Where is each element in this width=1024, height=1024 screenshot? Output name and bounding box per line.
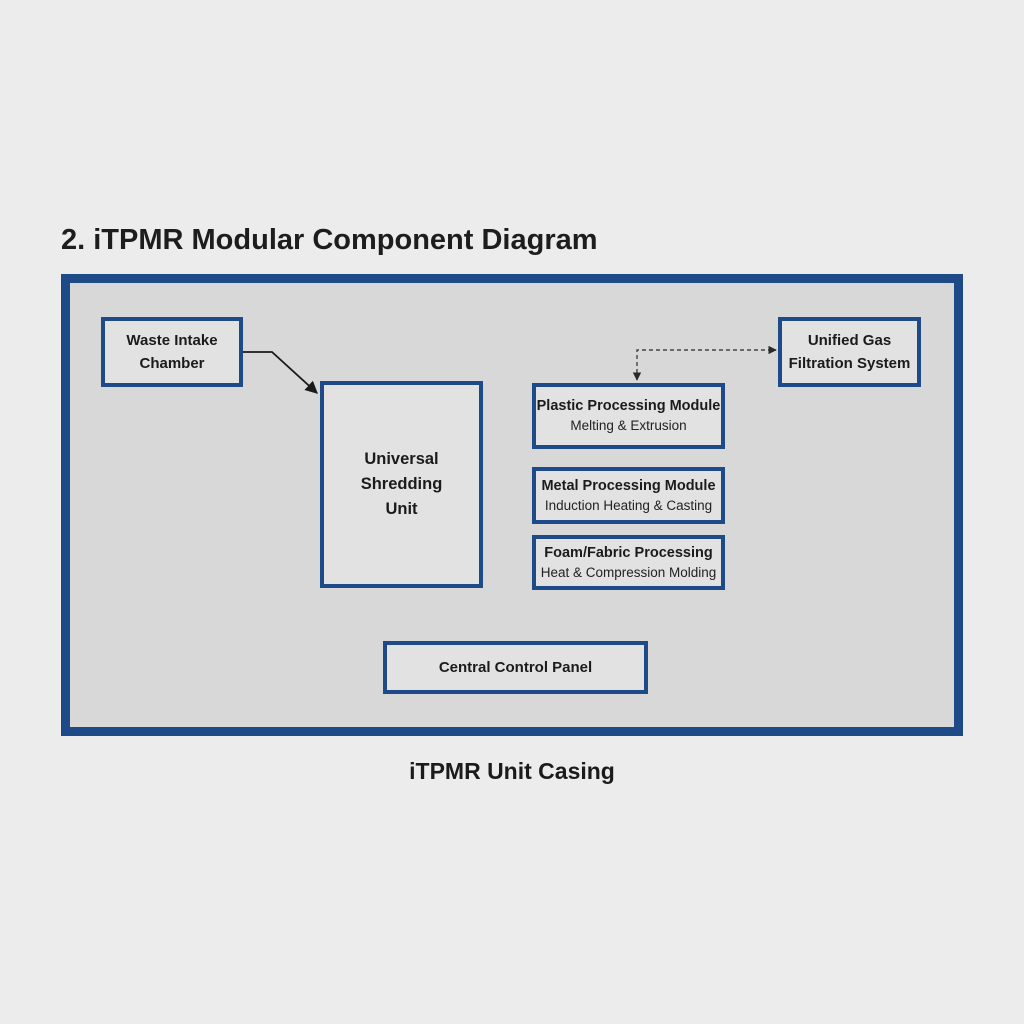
waste-intake-label: Waste Intake Chamber <box>126 332 218 372</box>
diagram-title: 2. iTPMR Modular Component Diagram <box>61 224 598 256</box>
shredder-label: Universal Shredding Unit <box>360 450 443 518</box>
metal-module-label: Metal Processing Module <box>541 477 716 494</box>
metal-processing-module: Metal Processing Module Induction Heatin… <box>532 467 725 524</box>
gas-filtration-label: Unified Gas Filtration System <box>788 332 911 372</box>
foam-fabric-processing-module: Foam/Fabric Processing Heat & Compressio… <box>532 535 725 590</box>
foam-module-label: Foam/Fabric Processing <box>544 544 713 561</box>
control-panel-label: Central Control Panel <box>438 659 593 676</box>
metal-module-subtitle: Induction Heating & Casting <box>544 497 713 513</box>
universal-shredding-unit: Universal Shredding Unit <box>320 381 483 588</box>
plastic-module-subtitle: Melting & Extrusion <box>570 418 687 433</box>
central-control-panel: Central Control Panel <box>383 641 648 694</box>
foam-module-subtitle: Heat & Compression Molding <box>540 564 717 580</box>
plastic-processing-module: Plastic Processing Module Melting & Extr… <box>532 383 725 449</box>
casing-caption: iTPMR Unit Casing <box>409 758 615 784</box>
waste-intake-chamber: Waste Intake Chamber <box>101 317 243 387</box>
unified-gas-filtration-system: Unified Gas Filtration System <box>778 317 921 387</box>
plastic-module-label: Plastic Processing Module <box>536 398 721 414</box>
